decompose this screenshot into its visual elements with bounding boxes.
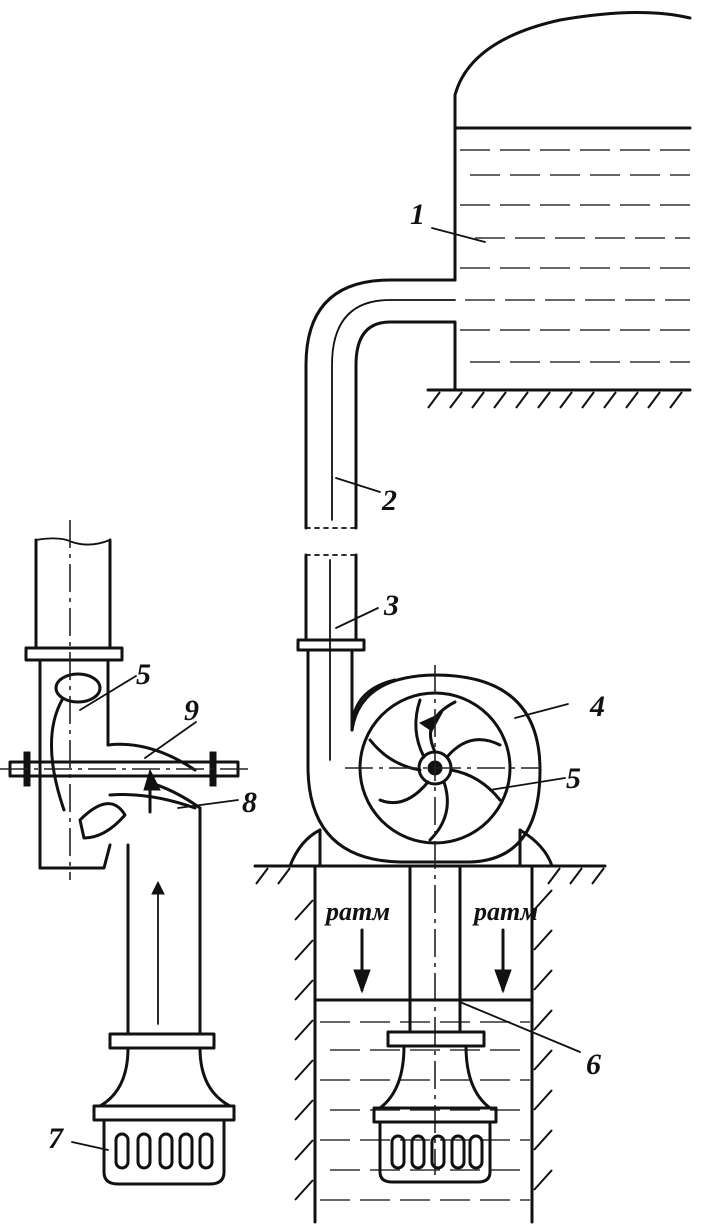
ground-right — [253, 864, 607, 1224]
tank-water — [460, 149, 690, 363]
label-patm-right: pатм — [472, 897, 538, 926]
label-7-strainer: 7 — [48, 1122, 64, 1155]
discharge-pipe — [304, 278, 457, 530]
label-6-suction: 6 — [586, 1048, 601, 1081]
label-3-pipe: 3 — [383, 589, 399, 622]
tank — [426, 11, 692, 409]
pump-casing — [288, 673, 554, 868]
strainer-left — [102, 1118, 226, 1186]
leader-lines — [71, 227, 581, 1151]
label-4-casing: 4 — [589, 690, 605, 723]
ground-hatch — [255, 867, 605, 1201]
section-flange-bottom — [108, 1032, 216, 1050]
label-5-section: 5 — [136, 658, 151, 691]
strainer-right — [378, 1120, 492, 1184]
label-8-inlet: 8 — [242, 786, 257, 819]
label-9-shaft: 9 — [184, 694, 199, 727]
tank-ground-hatch — [427, 391, 683, 409]
label-patm-left: pатм — [324, 897, 390, 926]
pump-outlet-pipe — [296, 553, 366, 772]
suction-flange — [386, 1030, 486, 1048]
label-5-impeller: 5 — [566, 762, 581, 795]
rotation-arrow-icon — [418, 711, 444, 732]
label-2-pipe: 2 — [381, 484, 397, 517]
pipe-flange — [296, 638, 366, 652]
section-flange-top — [24, 646, 124, 662]
label-1-tank: 1 — [410, 198, 425, 231]
pump-section-view — [0, 520, 250, 1186]
